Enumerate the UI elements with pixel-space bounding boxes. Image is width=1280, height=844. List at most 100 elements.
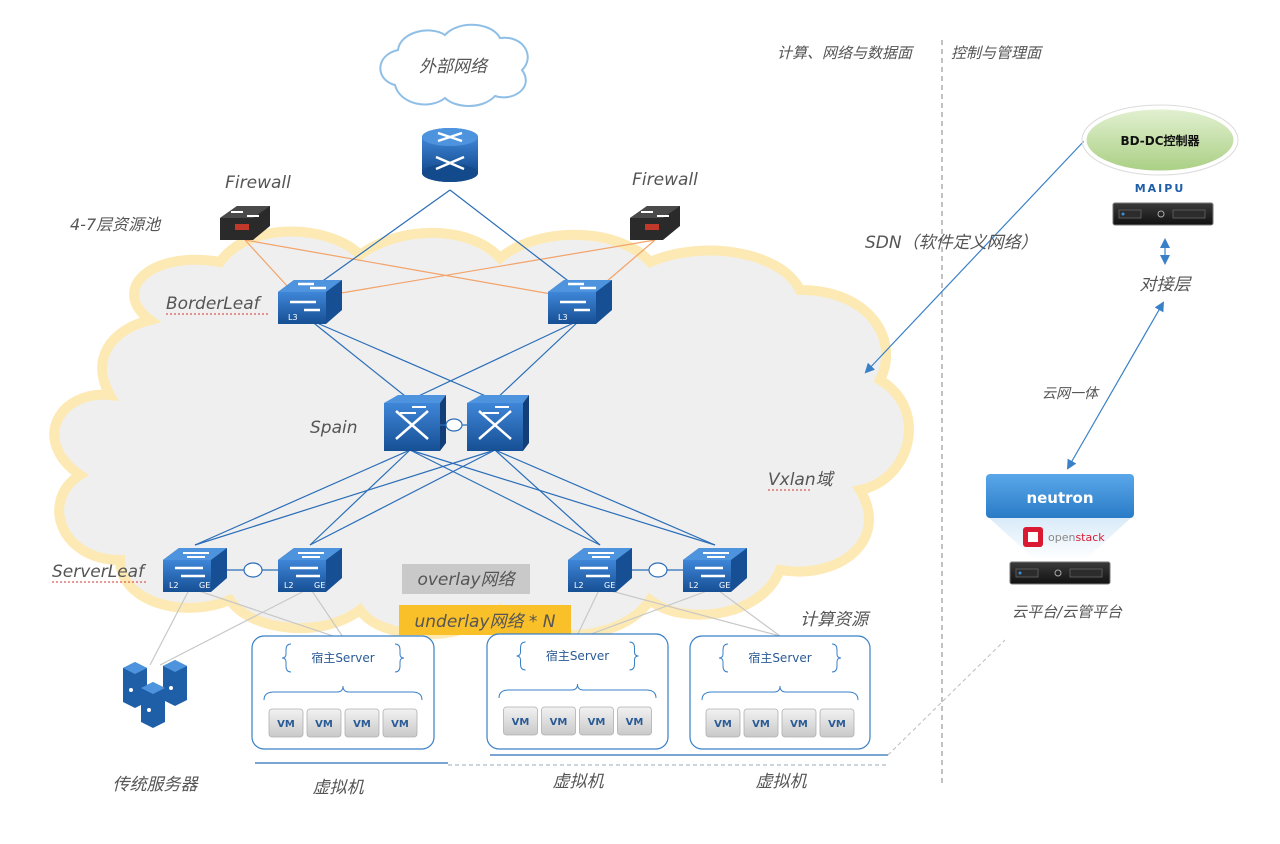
- cloud-platform-label: 云平台/云管平台: [1012, 603, 1123, 621]
- firewall-right-label: Firewall: [632, 170, 698, 190]
- firewall-left-label: Firewall: [225, 173, 291, 193]
- access-links: [149, 587, 781, 666]
- spine-right-icon: [467, 395, 529, 451]
- control-plane-label: 控制与管理面: [951, 44, 1044, 62]
- leaf-stack-link-icon: [243, 562, 668, 578]
- traditional-server-label: 传统服务器: [113, 775, 200, 795]
- spine-left-icon: [384, 395, 446, 451]
- server-leaf-4-icon: L2 GE: [683, 548, 747, 592]
- vm-label-1: 虚拟机: [313, 778, 365, 798]
- vm-label: VM: [512, 717, 530, 728]
- svg-text:openstack: openstack: [1048, 531, 1105, 544]
- svg-text:L2: L2: [574, 581, 584, 590]
- vm-label: VM: [752, 719, 770, 730]
- svg-text:L3: L3: [288, 313, 298, 322]
- svg-text:GE: GE: [314, 581, 325, 590]
- overlay-label: overlay网络: [417, 570, 516, 590]
- overlay-badge: [402, 564, 530, 594]
- border-leaf-right-icon: L3: [548, 280, 612, 324]
- controller-node: BD-DC控制器: [1081, 104, 1239, 176]
- server-leaf-label: ServerLeaf: [52, 562, 147, 582]
- underlay-badge: [399, 605, 571, 635]
- spine-stack-link-icon: [440, 418, 467, 432]
- brace-icon: [516, 641, 639, 671]
- spine-label: Spain: [310, 418, 358, 438]
- vm-box: [268, 708, 304, 738]
- vm-box: [344, 708, 380, 738]
- cloud-platform-link: [887, 639, 1006, 756]
- interface-layer-label: 对接层: [1140, 275, 1193, 295]
- cloud-network-label: 云网一体: [1042, 386, 1100, 402]
- vm-box: [743, 708, 779, 738]
- svg-text:L2: L2: [284, 581, 294, 590]
- openstack-logo: openstack: [1023, 527, 1105, 547]
- maipu-logo: MAIPU: [1135, 182, 1186, 195]
- controller-label: BD-DC控制器: [1120, 133, 1200, 148]
- host-server-label: 宿主Server: [546, 648, 609, 663]
- sdn-arrow: [864, 139, 1086, 374]
- curly-brace-icon: [701, 685, 859, 701]
- border-leaf-label: BorderLeaf: [166, 294, 263, 314]
- server-leaf-2-icon: L2 GE: [278, 548, 342, 592]
- brace-icon: [281, 643, 405, 673]
- neutron-node: neutron: [986, 474, 1134, 560]
- cloud-network-arrow: [1067, 301, 1164, 470]
- neutron-label: neutron: [1026, 489, 1093, 507]
- vm-label: VM: [588, 717, 606, 728]
- vm-box: [503, 706, 538, 736]
- vxlan-label: Vxlan域: [768, 470, 836, 490]
- brace-icon: [718, 643, 842, 673]
- vm-label: VM: [828, 719, 846, 730]
- network-links: [194, 189, 716, 571]
- data-plane-label: 计算、网络与数据面: [777, 44, 915, 62]
- vm-box: [541, 706, 576, 736]
- resource-pool-label: 4-7层资源池: [70, 215, 162, 234]
- server-leaf-1-icon: L2 GE: [163, 548, 227, 592]
- vm-label: VM: [391, 719, 409, 730]
- external-network-cloud: [379, 23, 529, 107]
- vm-label: VM: [353, 719, 371, 730]
- external-network-label: 外部网络: [419, 57, 489, 77]
- curly-brace-icon: [498, 683, 657, 699]
- core-router-icon: [422, 128, 478, 182]
- sdn-label: SDN（软件定义网络）: [865, 233, 1038, 253]
- vm-label-3: 虚拟机: [756, 772, 808, 792]
- vm-label-2: 虚拟机: [553, 772, 605, 792]
- svg-text:L3: L3: [558, 313, 568, 322]
- svg-text:GE: GE: [604, 581, 615, 590]
- vm-box: [579, 706, 614, 736]
- host-server-label: 宿主Server: [748, 650, 811, 665]
- svg-text:L2: L2: [689, 581, 699, 590]
- vm-label: VM: [277, 719, 295, 730]
- svg-text:GE: GE: [719, 581, 730, 590]
- vm-label: VM: [315, 719, 333, 730]
- firewall-left-icon: [220, 206, 270, 240]
- firewall-right-icon: [630, 206, 680, 240]
- vm-box: [781, 708, 817, 738]
- host-server-label: 宿主Server: [311, 650, 374, 665]
- server-leaf-3-icon: L2 GE: [568, 548, 632, 592]
- vm-label: VM: [626, 717, 644, 728]
- vm-label: VM: [550, 717, 568, 728]
- svg-text:L2: L2: [169, 581, 179, 590]
- vm-box: [705, 708, 741, 738]
- svg-text:GE: GE: [199, 581, 210, 590]
- cloud-platform-server-icon: [1009, 561, 1111, 585]
- vm-box: [306, 708, 342, 738]
- border-leaf-left-icon: L3: [278, 280, 342, 324]
- curly-brace-icon: [263, 685, 423, 701]
- vm-box: [617, 706, 652, 736]
- vm-label: VM: [714, 719, 732, 730]
- vm-label: VM: [790, 719, 808, 730]
- controller-server-icon: [1112, 202, 1214, 226]
- underlay-label: underlay网络 * N: [414, 612, 555, 632]
- compute-resource-label: 计算资源: [800, 610, 871, 630]
- firewall-links: [244, 239, 656, 301]
- traditional-server-icon: [123, 660, 187, 728]
- vm-box: [819, 708, 855, 738]
